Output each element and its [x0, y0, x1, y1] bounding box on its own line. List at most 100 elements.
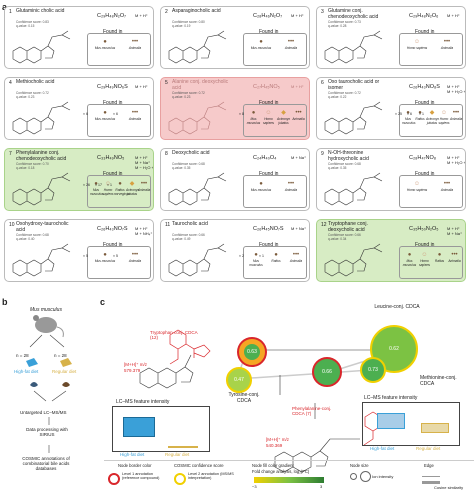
organism-cat: ◆Acinonyx jubatus: [126, 181, 139, 196]
node-met[interactable]: 0.73: [360, 357, 386, 383]
compound-formula: C₃₅H₅₀N₂O₅: [409, 226, 439, 232]
organism-name: Mus musculus: [402, 117, 416, 125]
compound-name: Oxo taurocholic acid or isomer: [328, 79, 380, 91]
organism-paw: •••Animalia: [276, 39, 306, 50]
node-tyr[interactable]: 0.47: [226, 367, 252, 393]
regular-diet-icon: [60, 358, 72, 367]
mouse-icon: ●: [259, 39, 263, 45]
legend-size-title: Node size: [350, 463, 369, 468]
legend-fill-title: Node fill color gradient: [252, 463, 294, 468]
paw-icon: •••: [443, 39, 451, 45]
organism-mouse: ●Mus musculus× 5: [83, 252, 120, 263]
rat-icon: ●: [418, 110, 422, 116]
human-icon: ☺: [265, 110, 272, 116]
compound-adduct: M + H⁺ M + H₂O + H⁺: [447, 84, 466, 94]
compound-adduct: M + H⁺: [291, 84, 304, 89]
edge-thin: [422, 476, 440, 477]
node-tyr-value: 0.47: [234, 377, 244, 383]
mouse-icon: ●: [254, 252, 258, 258]
legend-edge-title: Edge: [424, 463, 434, 468]
trp-structure: [169, 329, 211, 365]
lcms-title-2: LC–MS feature intensity: [364, 395, 418, 401]
organism-count: × 25: [395, 112, 402, 116]
panel-c-letter: c: [100, 297, 106, 307]
organism-name: Acinonyx jubatus: [126, 188, 139, 196]
human-icon: ☺: [104, 181, 112, 187]
organism-name: Acinonyx jubatus: [277, 117, 290, 125]
compound-adduct: M + H⁺: [135, 13, 148, 18]
organism-mouse: ●Mus musculus× 25: [395, 110, 416, 125]
molecule-structure: [12, 30, 71, 64]
molecule-structure: [324, 30, 383, 64]
organism-human: ☺Homo sapiens: [438, 110, 450, 125]
step-lcms: Untargeted LC–MS/MS: [20, 410, 67, 415]
paw-icon: •••: [452, 110, 460, 116]
node-trp[interactable]: 0.63: [237, 337, 267, 367]
organism-paw: •••Animalia: [432, 39, 462, 50]
legend-size-label: Ion intensity: [372, 474, 394, 479]
confidence-score: Confidence score: 0.72 q-value: 0.22: [328, 91, 361, 99]
organism-count: × 2: [239, 254, 244, 258]
organism-rat: ●Rattus× 1: [259, 252, 286, 263]
panel-b-letter: b: [2, 297, 8, 307]
confidence-score: Confidence score: 0.72 q-value: 0.23: [172, 91, 205, 99]
compound-formula: C₂₄H₄₀O₄: [253, 155, 277, 161]
leucine-label: Leucine-conj. CDCA: [374, 304, 420, 310]
regular-box: [168, 446, 198, 448]
compound-adduct: M + H⁺ M + Na⁺: [447, 226, 463, 236]
compound-adduct: M + H⁺ M + NH₄⁺: [135, 226, 153, 236]
organism-name: Mus musculus: [246, 117, 261, 125]
found-in-box: Found in☺Homo sapiens•••Animalia: [399, 29, 463, 66]
confidence-score: Confidence score: 0.80 q-value: 0.19: [172, 20, 205, 28]
found-in-label: Found in: [415, 29, 435, 35]
compound-index: 4: [9, 80, 12, 86]
organism-paw: •••Animalia: [138, 181, 150, 192]
methionine-label: Methionine-conj. CDCA: [420, 375, 457, 387]
organism-name: Animalia: [284, 188, 298, 192]
found-in-label: Found in: [103, 29, 123, 35]
node-leu-value: 0.62: [389, 346, 399, 352]
organism-name: Animalia: [440, 188, 454, 192]
molecule-structure: [168, 30, 227, 64]
organism-count: × 17: [95, 183, 102, 187]
mouse-icon: ●: [103, 110, 107, 116]
organism-name: Mus musculus: [402, 259, 417, 267]
cat-icon: ◆: [281, 110, 286, 116]
compound-index: 1: [9, 9, 12, 15]
high-fat-box: [377, 413, 405, 429]
confidence-score: Confidence score: 0.66 q-value: 0.49: [172, 233, 205, 241]
compound-name: Alanine conj. deoxycholic acid: [172, 79, 229, 91]
organism-count: × 1: [259, 254, 264, 258]
confidence-score: Confidence score: 0.68 q-value: 0.35: [172, 162, 205, 170]
compound-adduct: M + H⁺ M + H₂O + H⁺: [447, 155, 466, 165]
organism-name: Animalia: [289, 259, 303, 263]
compound-name: Asparaginocholic acid: [172, 8, 221, 14]
organism-count: × 1: [107, 183, 112, 187]
compound-name: Oxohydroxy-taurocholic acid: [16, 221, 69, 233]
found-in-box: Found in●Mus musculus•••Animalia: [87, 29, 151, 66]
molecule-structure: [168, 243, 227, 277]
organism-name: Mus musculus: [94, 117, 116, 121]
compound-formula: C₃₃H₄₉NO₅: [97, 155, 125, 161]
mouse-icon: ●: [94, 181, 98, 187]
step-cosmic: COSMIC annotations of combinatorial bile…: [22, 456, 70, 471]
compound-index: 7: [9, 151, 12, 157]
compound-index: 3: [321, 9, 324, 15]
organism-paw: •••Animalia: [450, 110, 462, 121]
compound-formula: C₂₆H₄₃NO₇S: [97, 226, 128, 232]
mouse-icon: ●: [103, 39, 107, 45]
organism-name: Mus musculus: [94, 259, 116, 263]
node-leu[interactable]: 0.62: [370, 325, 418, 373]
node-phe[interactable]: 0.66: [312, 357, 342, 387]
molecule-structure: [168, 101, 227, 135]
cat-icon: ◆: [429, 110, 435, 116]
found-in-box: Found in●Mus musculus× 5•••Animalia× 5: [83, 242, 151, 279]
compound-formula: C₂₈H₄₇NO₈: [409, 155, 437, 161]
phe-mz: [M+H]⁺ m/z 540.369: [266, 437, 290, 448]
organism-human: ☺Homo sapiens× 17: [95, 181, 114, 196]
compound-adduct: M + H⁺ M + Na⁺ M − H₂O + H⁺: [135, 155, 154, 170]
